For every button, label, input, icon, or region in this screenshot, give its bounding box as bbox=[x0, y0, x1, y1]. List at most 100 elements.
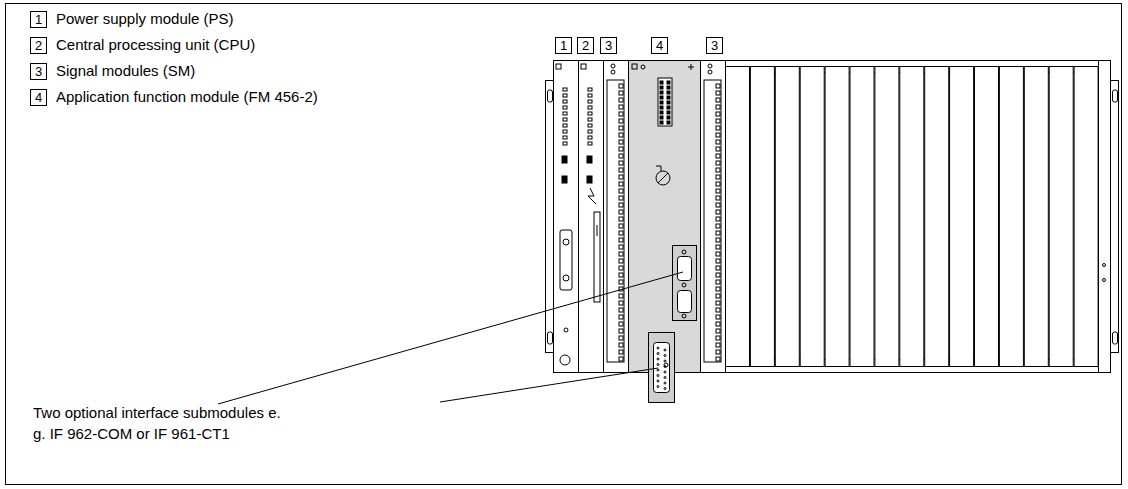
rack-part bbox=[554, 61, 579, 373]
rack-part bbox=[594, 212, 600, 302]
rack-part bbox=[619, 343, 623, 347]
rack-part bbox=[708, 64, 712, 68]
rack-part bbox=[588, 124, 592, 127]
leader-line bbox=[440, 368, 658, 402]
rack-part bbox=[1049, 67, 1073, 367]
rack-part bbox=[657, 358, 659, 360]
rack-part bbox=[716, 357, 720, 361]
callout-number: 2 bbox=[30, 37, 47, 54]
rack-part bbox=[708, 70, 712, 74]
rack-part bbox=[657, 380, 659, 382]
rack-part bbox=[716, 140, 720, 144]
rack-part bbox=[588, 188, 596, 204]
rack-part bbox=[716, 217, 720, 221]
rack-part bbox=[667, 111, 670, 114]
rack-part bbox=[619, 84, 623, 88]
rack-part bbox=[619, 238, 623, 242]
rack-part bbox=[619, 105, 623, 109]
rack-part bbox=[619, 350, 623, 354]
rack-part bbox=[619, 126, 623, 130]
rack-part bbox=[657, 386, 659, 388]
rack-part bbox=[667, 101, 670, 104]
rack-part bbox=[660, 106, 663, 109]
rack-part bbox=[716, 133, 720, 137]
rack-part bbox=[716, 84, 720, 88]
rack-part bbox=[716, 336, 720, 340]
rack-part bbox=[716, 259, 720, 263]
module-name: Central processing unit (CPU) bbox=[56, 34, 255, 55]
rack-part bbox=[619, 112, 623, 116]
rack-part bbox=[619, 301, 623, 305]
rack-part bbox=[619, 245, 623, 249]
rack-part bbox=[975, 67, 999, 367]
rack-part bbox=[716, 273, 720, 277]
rack-part bbox=[667, 81, 670, 84]
rack-part bbox=[588, 142, 592, 145]
rack-part bbox=[563, 239, 569, 245]
rack-part bbox=[716, 175, 720, 179]
rack-part bbox=[619, 231, 623, 235]
rack-part bbox=[716, 189, 720, 193]
rack-part bbox=[716, 315, 720, 319]
rack-part bbox=[588, 94, 592, 97]
rack-part bbox=[660, 121, 663, 124]
rack-part bbox=[825, 67, 849, 367]
rack-part bbox=[563, 124, 567, 127]
callout-note: Two optional interface submodules e. g. … bbox=[33, 402, 283, 444]
rack-part bbox=[716, 308, 720, 312]
rack-part bbox=[619, 161, 623, 165]
rack-part bbox=[563, 275, 569, 281]
rack-part bbox=[619, 189, 623, 193]
rack-part bbox=[563, 136, 567, 139]
rack-part bbox=[587, 176, 592, 183]
callout-number: 2 bbox=[577, 37, 594, 54]
rack-part bbox=[701, 61, 726, 373]
rack-part bbox=[562, 156, 567, 163]
rack-part bbox=[619, 336, 623, 340]
rack-part bbox=[619, 329, 623, 333]
rack-part bbox=[660, 96, 663, 99]
rack-part bbox=[562, 176, 567, 183]
callout-number: 3 bbox=[600, 37, 617, 54]
rack-part bbox=[658, 78, 672, 126]
rack-part bbox=[716, 147, 720, 151]
callout-number: 1 bbox=[555, 37, 572, 54]
rack-part bbox=[619, 217, 623, 221]
callout-number: 4 bbox=[30, 89, 47, 106]
rack-part bbox=[678, 291, 692, 313]
rack-part bbox=[925, 67, 949, 367]
rack-part bbox=[619, 308, 623, 312]
rack-part bbox=[554, 61, 1111, 373]
rack-part bbox=[664, 371, 666, 373]
rack-part bbox=[563, 88, 567, 91]
rack-part bbox=[716, 252, 720, 256]
rack-part bbox=[1113, 332, 1118, 344]
rack-part bbox=[664, 382, 666, 384]
rack-part bbox=[657, 369, 659, 371]
rack-part bbox=[619, 224, 623, 228]
rack-part bbox=[750, 67, 774, 367]
rack-part bbox=[588, 100, 592, 103]
rack-part bbox=[716, 154, 720, 158]
rack-part bbox=[673, 246, 697, 321]
rack-part bbox=[775, 67, 799, 367]
rack-part bbox=[716, 245, 720, 249]
rack-part bbox=[579, 61, 604, 373]
rack-part bbox=[619, 175, 623, 179]
rack-part bbox=[619, 154, 623, 158]
callout-number-text: 2 bbox=[35, 39, 42, 52]
callout-number-text: 3 bbox=[605, 39, 612, 52]
rack-part bbox=[999, 67, 1023, 367]
callout-number-text: 4 bbox=[656, 39, 663, 52]
rack-part bbox=[1113, 90, 1118, 102]
rack-part bbox=[704, 80, 721, 362]
rack-part bbox=[850, 67, 874, 367]
rack-part bbox=[716, 294, 720, 298]
rack-part bbox=[657, 375, 659, 377]
rack-part bbox=[716, 105, 720, 109]
rack-part bbox=[664, 377, 666, 379]
rack-part bbox=[611, 64, 615, 68]
rack-part bbox=[664, 388, 666, 390]
rack-part bbox=[660, 86, 663, 89]
rack-part bbox=[1103, 264, 1106, 267]
